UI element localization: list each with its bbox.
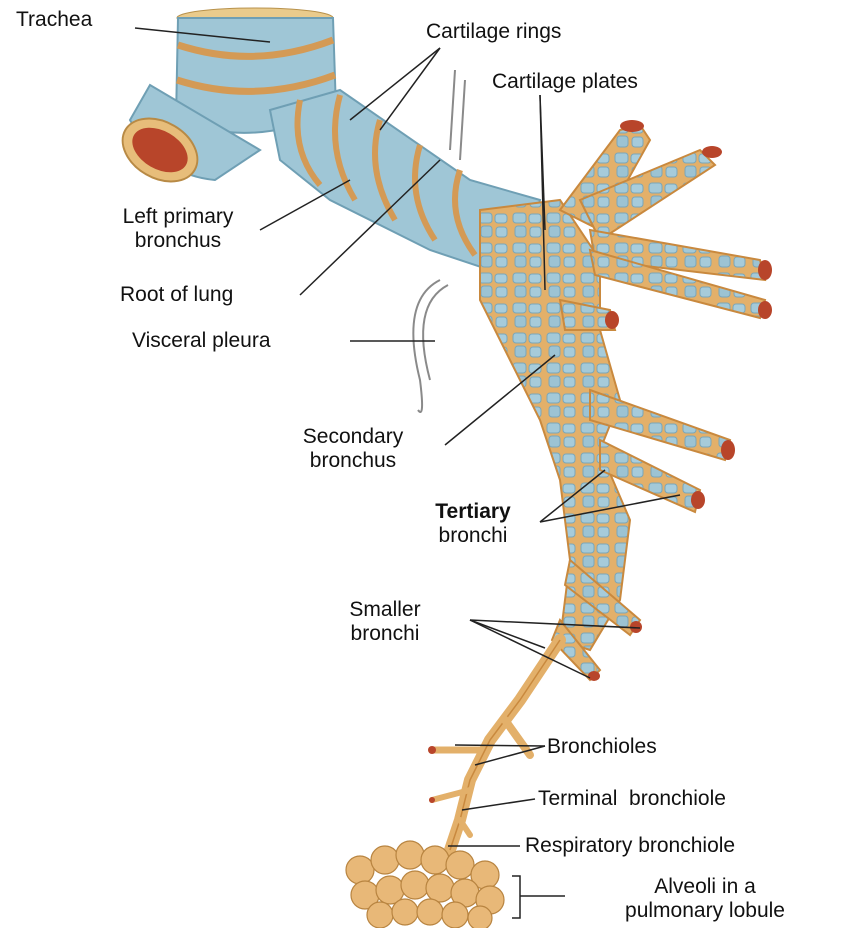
label-secondary-bronchus-line2: bronchus <box>268 449 438 473</box>
label-tertiary-bronchi: Tertiary bronchi <box>408 500 538 548</box>
label-tertiary-bronchi-line2: bronchi <box>408 524 538 548</box>
label-terminal-bronchiole: Terminal bronchiole <box>538 787 726 811</box>
label-smaller-bronchi-line2: bronchi <box>330 622 440 646</box>
bronchial-tree-shape <box>480 120 772 681</box>
label-bronchioles: Bronchioles <box>547 735 657 759</box>
label-secondary-bronchus-line1: Secondary <box>268 425 438 449</box>
label-alveoli-line2: pulmonary lobule <box>570 899 840 923</box>
label-root-of-lung: Root of lung <box>120 283 233 307</box>
alveoli-cluster <box>346 841 504 928</box>
label-smaller-bronchi-line1: Smaller <box>330 598 440 622</box>
label-trachea: Trachea <box>16 8 92 32</box>
label-left-primary-bronchus-line2: bronchus <box>88 229 268 253</box>
label-tertiary-bronchi-line1: Tertiary <box>408 500 538 524</box>
label-respiratory-bronchiole: Respiratory bronchiole <box>525 834 735 858</box>
label-cartilage-plates: Cartilage plates <box>492 70 638 94</box>
label-secondary-bronchus: Secondary bronchus <box>268 425 438 473</box>
label-visceral-pleura: Visceral pleura <box>132 329 271 353</box>
label-alveoli-line1: Alveoli in a <box>570 875 840 899</box>
label-smaller-bronchi: Smaller bronchi <box>330 598 440 646</box>
label-left-primary-bronchus: Left primary bronchus <box>88 205 268 253</box>
label-cartilage-rings: Cartilage rings <box>426 20 561 44</box>
label-alveoli: Alveoli in a pulmonary lobule <box>570 875 840 923</box>
label-left-primary-bronchus-line1: Left primary <box>88 205 268 229</box>
